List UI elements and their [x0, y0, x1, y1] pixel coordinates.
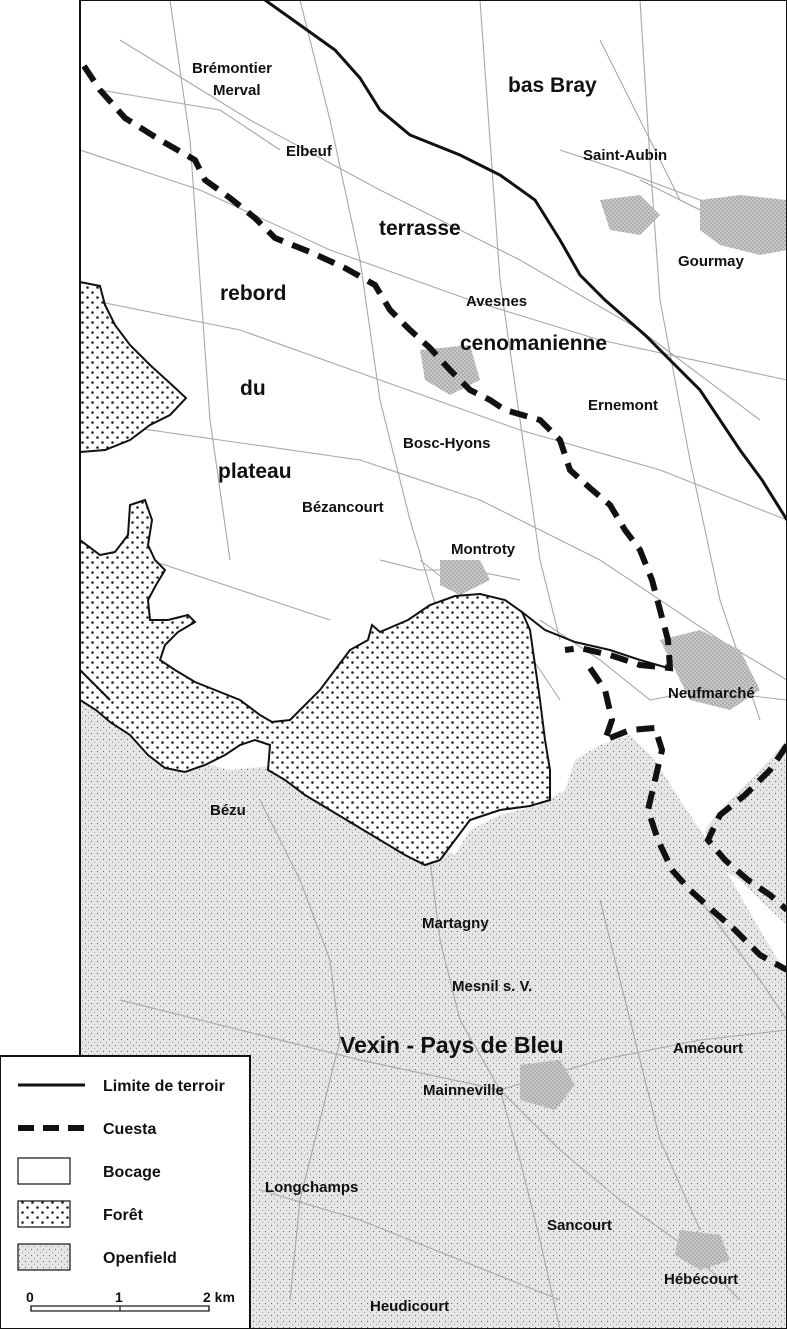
terroir-boundary-junction — [521, 611, 669, 669]
label-bosc-hyons: Bosc-Hyons — [403, 435, 491, 452]
legend-label-bocage: Bocage — [103, 1164, 161, 1181]
label-montroty: Montroty — [451, 541, 516, 558]
legend-item-bocage: Bocage — [17, 1157, 161, 1185]
label-rebord: rebord — [220, 282, 287, 305]
openfield-patch-east — [705, 740, 787, 925]
forest-montroty — [80, 498, 551, 867]
forest-west — [80, 280, 188, 454]
label-gourmay: Gourmay — [678, 253, 745, 270]
label-martagny: Martagny — [422, 915, 489, 932]
label-du: du — [240, 377, 266, 400]
legend: Limite de terroir Cuesta Bocage Forêt Op… — [0, 1055, 251, 1329]
label-cenomanienne: cenomanienne — [460, 332, 607, 355]
label-hebecourt: Hébécourt — [664, 1271, 738, 1288]
label-elbeuf: Elbeuf — [286, 143, 333, 160]
map-border — [79, 0, 787, 1329]
label-bezancourt: Bézancourt — [302, 499, 384, 516]
legend-item-cuesta: Cuesta — [18, 1121, 156, 1138]
place-labels: Brémontier Merval bas Bray Elbeuf Saint-… — [192, 60, 755, 1315]
label-merval: Merval — [213, 82, 261, 99]
cuesta-line-east — [704, 743, 787, 913]
legend-label-openfield: Openfield — [103, 1250, 177, 1267]
cuesta-line-north — [81, 64, 674, 672]
legend-label-foret: Forêt — [103, 1207, 144, 1224]
legend-item-foret: Forêt — [17, 1200, 144, 1228]
legend-stippled-box-symbol — [17, 1243, 71, 1271]
label-longchamps: Longchamps — [265, 1179, 358, 1196]
label-vexin: Vexin - Pays de Bleu — [340, 1032, 564, 1058]
legend-item-openfield: Openfield — [17, 1243, 177, 1271]
terroir-boundary-north — [264, 0, 787, 521]
label-bezu: Bézu — [210, 802, 246, 819]
label-bas-bray: bas Bray — [508, 74, 597, 97]
label-heudicourt: Heudicourt — [370, 1298, 449, 1315]
label-mesnil: Mesnil s. V. — [452, 978, 532, 995]
label-sancourt: Sancourt — [547, 1217, 612, 1234]
label-ernemont: Ernemont — [588, 397, 658, 414]
label-mainneville: Mainneville — [423, 1082, 504, 1099]
scale-bar: 0 1 2 km — [26, 1289, 235, 1312]
terroir-boundary-south — [80, 669, 111, 701]
openfield-area — [80, 670, 787, 1329]
legend-item-limite: Limite de terroir — [18, 1078, 225, 1095]
label-saint-aubin: Saint-Aubin — [583, 147, 667, 164]
legend-white-box-symbol — [17, 1157, 71, 1185]
label-bremontier: Brémontier — [192, 60, 272, 77]
cuesta-line-neufmarche — [587, 666, 787, 973]
legend-label-cuesta: Cuesta — [103, 1121, 156, 1138]
scale-tick-label-1: 1 — [115, 1289, 123, 1305]
legend-dotted-box-symbol — [17, 1200, 71, 1228]
scale-tick-label-0: 0 — [26, 1289, 34, 1305]
scale-tick-label-2: 2 km — [203, 1289, 235, 1305]
legend-label-limite: Limite de terroir — [103, 1078, 225, 1095]
label-neufmarche: Neufmarché — [668, 685, 755, 702]
label-plateau: plateau — [218, 460, 292, 483]
label-avesnes: Avesnes — [466, 293, 527, 310]
label-terrasse: terrasse — [379, 217, 461, 240]
label-amecourt: Amécourt — [673, 1040, 743, 1057]
legend-box — [0, 1055, 251, 1329]
